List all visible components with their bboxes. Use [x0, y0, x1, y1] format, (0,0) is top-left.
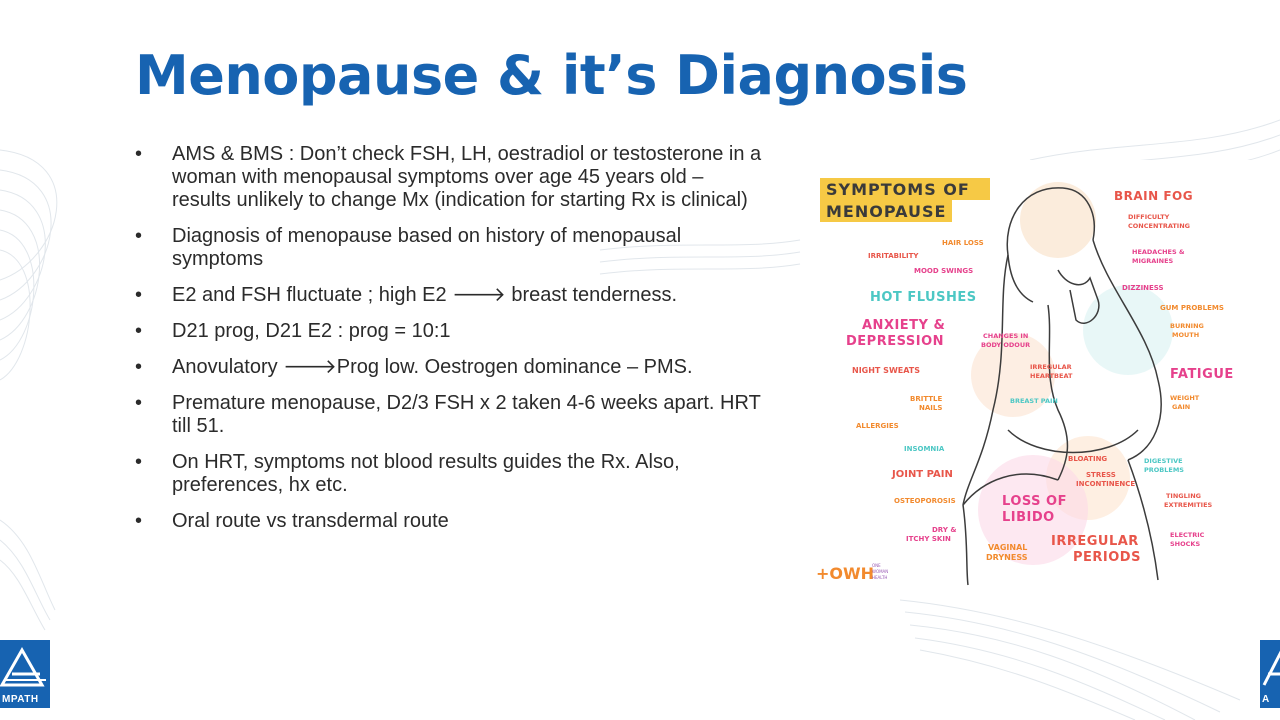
label-electric-shocks: SHOCKS: [1170, 540, 1200, 548]
label-loss-of-libido: LOSS OF: [1002, 494, 1067, 509]
bullet-text: AMS & BMS : Don’t check FSH, LH, oestrad…: [172, 143, 762, 211]
bullet-text: E2 and FSH fluctuate ; high E2 🡒 breast …: [172, 284, 678, 306]
label-body-odour: BODY ODOUR: [981, 341, 1030, 349]
brand-name: ONE: [872, 563, 881, 568]
label-allergies: ALLERGIES: [856, 422, 899, 430]
peach-blob-center: [971, 333, 1055, 417]
bullet-text: Oral route vs transdermal route: [172, 510, 449, 532]
peach-blob: [1020, 182, 1096, 258]
brand-name: WOMAN: [872, 569, 888, 574]
bullet-text: Premature menopause, D2/3 FSH x 2 taken …: [172, 392, 761, 437]
slide-title: Menopause & it’s Diagnosis: [135, 44, 968, 107]
label-difficulty-concentrating: CONCENTRATING: [1128, 222, 1190, 230]
bullet-marker: •: [135, 225, 143, 247]
label-night-sweats: NIGHT SWEATS: [852, 366, 920, 375]
label-osteoporosis: OSTEOPOROSIS: [894, 497, 956, 505]
ampath-logo-text: MPATH: [2, 694, 39, 705]
label-mood-swings: MOOD SWINGS: [914, 267, 973, 275]
brand-logo: +OWH: [816, 564, 874, 583]
bullet-marker: •: [135, 392, 143, 414]
label-difficulty-concentrating: DIFFICULTY: [1128, 213, 1170, 221]
bullet-marker: •: [135, 284, 143, 306]
label-headaches: HEADACHES &: [1132, 248, 1185, 256]
label-tingling-extremities: TINGLING: [1166, 492, 1201, 500]
bullet-item: • AMS & BMS : Don’t check FSH, LH, oestra…: [135, 143, 765, 212]
label-depression: DEPRESSION: [846, 334, 944, 349]
label-brittle-nails: NAILS: [919, 404, 942, 412]
label-fatigue: FATIGUE: [1170, 367, 1234, 382]
infographic-heading-line2: MENOPAUSE: [826, 202, 946, 221]
heading-highlight: [820, 178, 990, 200]
label-insomnia: INSOMNIA: [904, 445, 945, 453]
label-dry-itchy-skin: DRY &: [932, 526, 956, 534]
label-weight-gain: GAIN: [1172, 403, 1190, 411]
label-hot-flushes: HOT FLUSHES: [870, 290, 977, 305]
label-digestive-problems: DIGESTIVE: [1144, 457, 1183, 465]
bullet-item: • E2 and FSH fluctuate ; high E2 🡒 breast…: [135, 284, 765, 307]
bullet-item: • Oral route vs transdermal route: [135, 510, 765, 533]
ampath-logo-mark-icon: [0, 646, 46, 687]
label-gum-problems: GUM PROBLEMS: [1160, 304, 1224, 312]
label-weight-gain: WEIGHT: [1170, 394, 1200, 402]
bullet-item: • On HRT, symptoms not blood results guid…: [135, 451, 765, 497]
infographic-art: SYMPTOMS OF MENOPAUSE HAIR LOSS IRRITABI…: [816, 178, 1234, 586]
ampath-logo-right: A: [1260, 640, 1280, 708]
label-burning-mouth: MOUTH: [1172, 331, 1199, 339]
label-dizziness: DIZZINESS: [1122, 284, 1164, 292]
bullet-marker: •: [135, 510, 143, 532]
label-digestive-problems: PROBLEMS: [1144, 466, 1184, 474]
label-anxiety: ANXIETY &: [862, 318, 945, 333]
brand-name: HEALTH: [872, 575, 887, 580]
teal-blob: [1083, 285, 1173, 375]
ampath-logo-mark-icon: [1262, 650, 1280, 686]
label-loss-of-libido: LIBIDO: [1002, 510, 1055, 525]
label-irritability: IRRITABILITY: [868, 252, 919, 260]
label-irregular-periods: PERIODS: [1073, 550, 1141, 565]
bullet-text: Diagnosis of menopause based on history …: [172, 225, 682, 270]
label-vaginal-dryness: DRYNESS: [986, 553, 1028, 562]
label-brain-fog: BRAIN FOG: [1114, 189, 1193, 203]
label-burning-mouth: BURNING: [1170, 322, 1204, 330]
heading-highlight: [820, 200, 952, 222]
label-irregular-heartbeat: IRREGULAR: [1030, 363, 1072, 371]
infographic-heading-line1: SYMPTOMS OF: [826, 180, 970, 199]
label-brittle-nails: BRITTLE: [910, 395, 943, 403]
ampath-logo-letter: A: [1262, 694, 1270, 705]
label-vaginal-dryness: VAGINAL: [988, 543, 1027, 552]
bullet-marker: •: [135, 143, 143, 165]
bullet-item: • D21 prog, D21 E2 : prog = 10:1: [135, 320, 765, 343]
bullet-marker: •: [135, 356, 143, 378]
label-irregular-heartbeat: HEARTBEAT: [1030, 372, 1073, 380]
label-breast-pain: BREAST PAIN: [1010, 397, 1058, 405]
label-dry-itchy-skin: ITCHY SKIN: [906, 535, 951, 543]
label-headaches: MIGRAINES: [1132, 257, 1174, 265]
ampath-logo: MPATH: [0, 640, 50, 708]
label-joint-pain: JOINT PAIN: [891, 469, 953, 480]
bullet-item: • Premature menopause, D2/3 FSH x 2 taken…: [135, 392, 765, 438]
label-tingling-extremities: EXTREMITIES: [1164, 501, 1213, 509]
label-irregular-periods: IRREGULAR: [1051, 534, 1139, 549]
pink-blob: [978, 455, 1088, 565]
label-stress-incontinence: STRESS: [1086, 471, 1116, 479]
label-electric-shocks: ELECTRIC: [1170, 531, 1205, 539]
bullet-text: On HRT, symptoms not blood results guide…: [172, 451, 680, 496]
menopause-symptoms-infographic: SYMPTOMS OF MENOPAUSE HAIR LOSS IRRITABI…: [808, 160, 1256, 590]
bullet-list: • AMS & BMS : Don’t check FSH, LH, oestra…: [135, 143, 765, 546]
bullet-text: Anovulatory 🡒Prog low. Oestrogen dominan…: [172, 356, 693, 378]
bullet-marker: •: [135, 320, 143, 342]
bullet-marker: •: [135, 451, 143, 473]
label-stress-incontinence: INCONTINENCE: [1076, 480, 1135, 488]
label-bloating: BLOATING: [1068, 455, 1107, 463]
bullet-item: • Anovulatory 🡒Prog low. Oestrogen domina…: [135, 356, 765, 379]
bullet-text: D21 prog, D21 E2 : prog = 10:1: [172, 320, 451, 342]
label-hair-loss: HAIR LOSS: [942, 239, 984, 247]
label-body-odour: CHANGES IN: [983, 332, 1028, 340]
bullet-item: • Diagnosis of menopause based on history…: [135, 225, 765, 271]
woman-line-art-icon: [962, 187, 1162, 586]
